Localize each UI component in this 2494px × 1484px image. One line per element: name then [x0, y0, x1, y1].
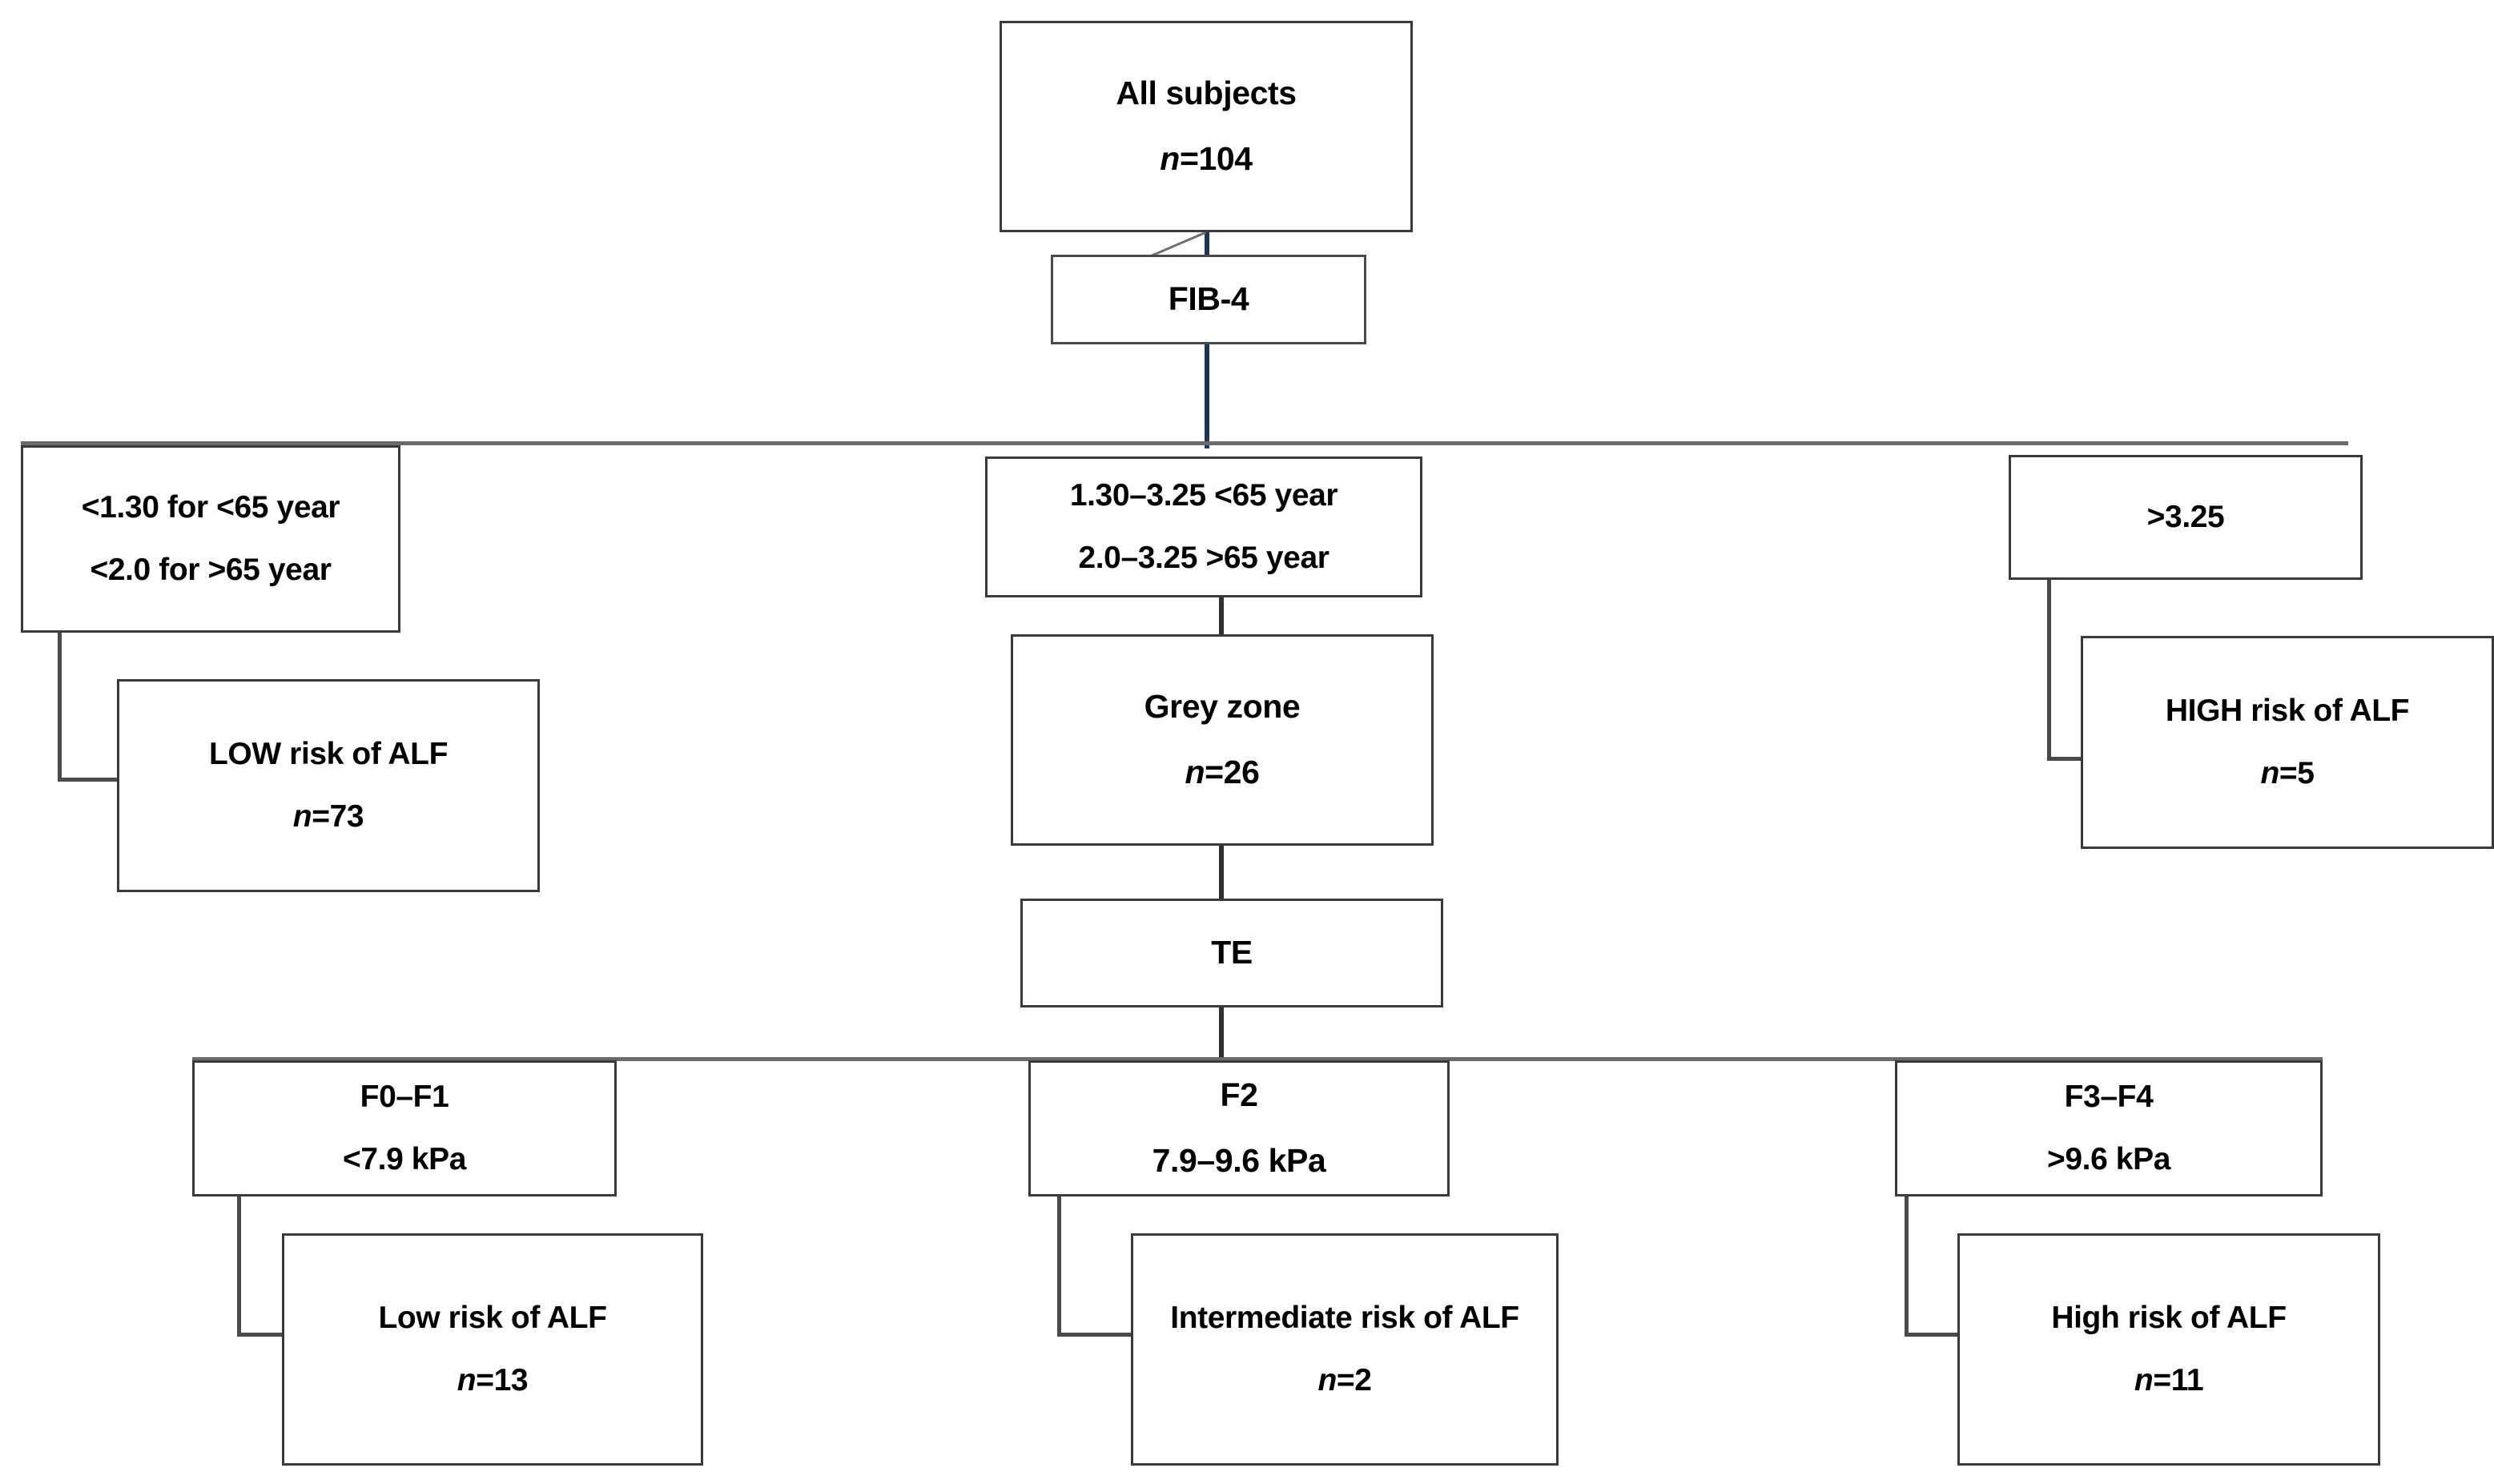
- all-subjects-count: n=104: [1160, 134, 1253, 185]
- n-value: =11: [2153, 1362, 2204, 1398]
- te-low-risk-label: Low risk of ALF: [378, 1300, 607, 1335]
- te-f0f1-line2: <7.9 kPa: [342, 1141, 467, 1176]
- connector-all-subjects-to-fib4: [1205, 231, 1209, 275]
- node-te-test[interactable]: TE: [1020, 899, 1443, 1007]
- te-high-risk-count: n=11: [2134, 1357, 2204, 1405]
- node-all-subjects[interactable]: All subjects n=104: [1000, 21, 1413, 232]
- connector-grey-zone-to-te: [1219, 843, 1224, 899]
- te-low-risk-count: n=13: [457, 1357, 529, 1405]
- te-label: TE: [1211, 934, 1253, 971]
- n-italic: n: [1160, 140, 1180, 178]
- high-risk-alf-label: HIGH risk of ALF: [2165, 693, 2410, 728]
- low-risk-alf-label: LOW risk of ALF: [208, 736, 449, 771]
- connector-f3f4-horizontal: [1905, 1333, 1961, 1337]
- n-value: =2: [1336, 1362, 1372, 1398]
- connector-f0f1-vertical: [237, 1196, 241, 1337]
- connector-te-split-bar: [192, 1057, 2323, 1061]
- fib4-low-criteria-line2: <2.0 for >65 year: [90, 552, 332, 587]
- n-value: =26: [1205, 754, 1260, 791]
- node-te-low-risk[interactable]: Low risk of ALF n=13: [282, 1233, 703, 1466]
- fib4-high-criteria-line1: >3.25: [2146, 499, 2225, 534]
- low-risk-alf-count: n=73: [293, 793, 364, 841]
- n-value: =5: [2279, 755, 2315, 790]
- grey-zone-label: Grey zone: [1144, 688, 1301, 726]
- node-fib4-high-criteria[interactable]: >3.25: [2009, 455, 2363, 580]
- n-italic: n: [457, 1362, 477, 1398]
- connector-low-criteria-vertical: [58, 633, 62, 782]
- connector-f0f1-horizontal: [237, 1333, 285, 1337]
- te-intermediate-risk-count: n=2: [1317, 1357, 1372, 1405]
- fib4-grey-criteria-line2: 2.0–3.25 >65 year: [1078, 540, 1329, 575]
- all-subjects-label: All subjects: [1116, 74, 1297, 112]
- node-te-f3f4[interactable]: F3–F4 >9.6 kPa: [1895, 1060, 2323, 1196]
- n-value: =13: [476, 1362, 529, 1398]
- grey-zone-count: n=26: [1185, 747, 1259, 798]
- te-f2-line2: 7.9–9.6 kPa: [1152, 1142, 1326, 1180]
- te-f0f1-line1: F0–F1: [360, 1079, 449, 1114]
- n-value: =104: [1179, 140, 1253, 178]
- connector-high-criteria-vertical: [2047, 578, 2051, 761]
- n-italic: n: [1185, 754, 1205, 791]
- fib4-grey-criteria-line1: 1.30–3.25 <65 year: [1069, 477, 1338, 513]
- node-low-risk-alf[interactable]: LOW risk of ALF n=73: [117, 679, 540, 892]
- connector-high-criteria-horizontal: [2047, 757, 2084, 761]
- n-value: =73: [312, 798, 364, 834]
- node-te-f0f1[interactable]: F0–F1 <7.9 kPa: [192, 1060, 617, 1196]
- node-te-intermediate-risk[interactable]: Intermediate risk of ALF n=2: [1131, 1233, 1559, 1466]
- fib4-low-criteria-line1: <1.30 for <65 year: [81, 489, 340, 525]
- te-intermediate-risk-label: Intermediate risk of ALF: [1170, 1300, 1519, 1335]
- connector-f3f4-vertical: [1905, 1196, 1909, 1337]
- node-high-risk-alf[interactable]: HIGH risk of ALF n=5: [2081, 636, 2494, 849]
- connector-te-to-f2: [1219, 1007, 1224, 1062]
- node-grey-zone[interactable]: Grey zone n=26: [1011, 634, 1434, 846]
- n-italic: n: [1317, 1362, 1337, 1398]
- n-italic: n: [2260, 755, 2279, 790]
- connector-fib4-to-split: [1205, 344, 1209, 448]
- te-f3f4-line1: F3–F4: [2064, 1079, 2154, 1114]
- te-high-risk-label: High risk of ALF: [2051, 1300, 2287, 1335]
- connector-fib4-split-bar: [21, 441, 2348, 445]
- connector-grey-criteria-to-grey-zone: [1219, 597, 1224, 637]
- fib4-label: FIB-4: [1168, 280, 1249, 318]
- connector-low-criteria-horizontal: [58, 778, 122, 782]
- connector-f2-horizontal: [1057, 1333, 1134, 1337]
- te-f2-line1: F2: [1220, 1076, 1258, 1114]
- node-fib4-grey-criteria[interactable]: 1.30–3.25 <65 year 2.0–3.25 >65 year: [985, 456, 1422, 597]
- te-f3f4-line2: >9.6 kPa: [2046, 1141, 2171, 1176]
- n-italic: n: [292, 798, 312, 834]
- node-fib4-low-criteria[interactable]: <1.30 for <65 year <2.0 for >65 year: [21, 445, 400, 633]
- node-te-f2[interactable]: F2 7.9–9.6 kPa: [1028, 1060, 1450, 1196]
- n-italic: n: [2134, 1362, 2154, 1398]
- connector-f2-vertical: [1057, 1196, 1061, 1337]
- high-risk-alf-count: n=5: [2260, 750, 2315, 798]
- node-fib4-test[interactable]: FIB-4: [1051, 255, 1366, 344]
- node-te-high-risk[interactable]: High risk of ALF n=11: [1957, 1233, 2380, 1466]
